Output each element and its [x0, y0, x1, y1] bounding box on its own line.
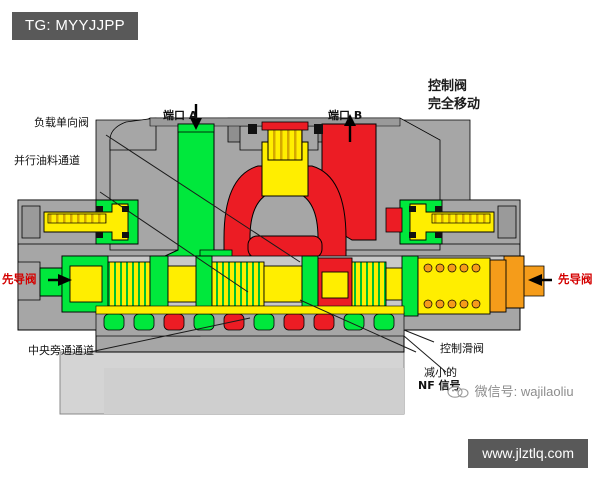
load-check-valve-chamber [223, 121, 347, 259]
pilot-left-arrow [48, 274, 72, 286]
label-reduced-nf-line1: 减小的 [424, 366, 457, 379]
wechat-watermark: 微信号: wajilaoliu [447, 381, 574, 400]
label-port-a: 端口 A [163, 109, 198, 122]
label-central-bypass: 中央旁通通道 [28, 344, 94, 357]
url-badge: www.jlztlq.com [468, 439, 588, 468]
bottom-port-row [95, 305, 405, 337]
title-line-2: 完全移动 [428, 96, 481, 112]
pilot-right-arrow [528, 274, 552, 286]
valve-base-housing [59, 351, 405, 415]
port-a-arrow [190, 104, 202, 130]
label-parallel-oil-passage: 并行油料通道 [14, 154, 80, 167]
cloud-face-icon [447, 386, 469, 398]
label-pilot-valve-left: 先导阀 [2, 272, 37, 286]
label-pilot-valve-right: 先导阀 [558, 272, 593, 286]
watermark-text: 微信号: wajilaoliu [474, 384, 574, 399]
tag-badge: TG: MYYJJPP [12, 12, 138, 40]
label-control-spool: 控制滑阀 [440, 342, 484, 355]
relief-valve-right [385, 199, 521, 245]
title-line-1: 控制阀 [428, 79, 468, 94]
relief-valve-left [17, 199, 139, 245]
port-b-arrow [344, 114, 356, 142]
leader-lines [89, 134, 447, 373]
label-load-check-valve: 负载单向阀 [34, 116, 89, 129]
label-port-b: 端口 B [328, 109, 363, 122]
diagram-title: 控制阀 完全移动 [428, 78, 480, 113]
